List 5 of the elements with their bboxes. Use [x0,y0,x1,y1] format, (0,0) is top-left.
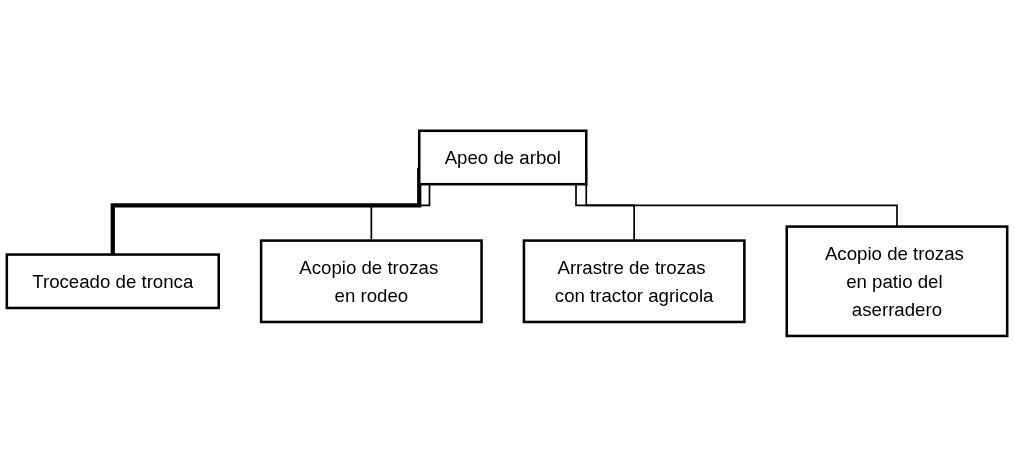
node-box: Acopio de trozas en rodeo [259,239,483,324]
node-box: Troceado de tronca [5,253,220,310]
node-box: Arrastre de trozas con tractor agricola [522,239,746,324]
node-box: Apeo de arbol [417,129,588,186]
node-box: Acopio de trozas en patio del aserradero [785,225,1009,338]
